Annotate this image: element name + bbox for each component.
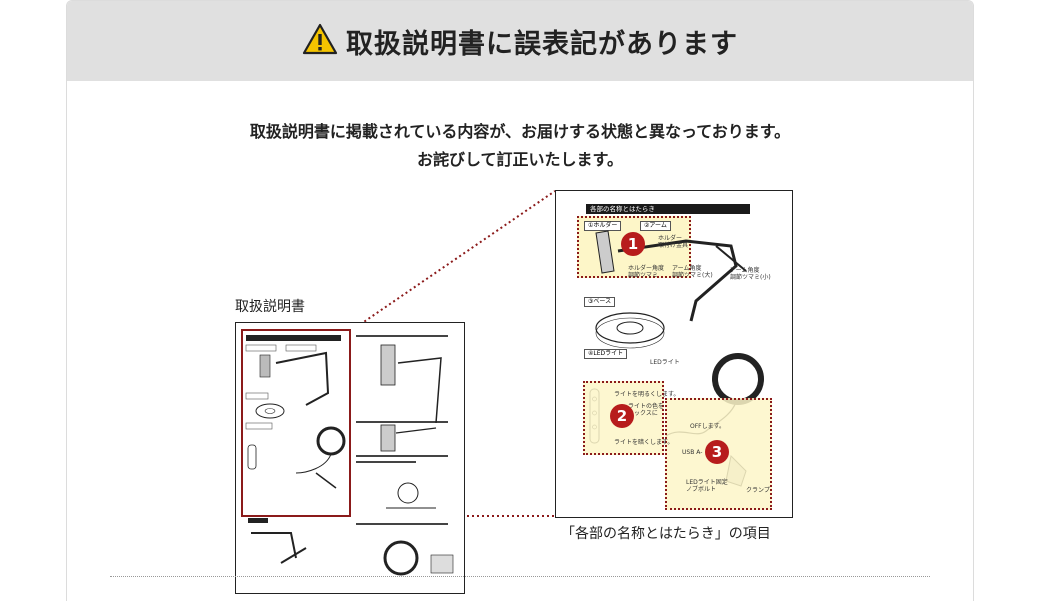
highlight-zone-3	[665, 398, 772, 510]
notice-message-line1: 取扱説明書に掲載されている内容が、お届けする状態と異なっております。	[249, 122, 791, 141]
zoom-connector-lines	[351, 190, 556, 517]
part-label-arm: ②アーム	[640, 221, 671, 231]
label-usb: USB A-	[682, 449, 703, 456]
warning-icon	[302, 23, 338, 59]
notice-header: 取扱説明書に誤表記があります	[67, 1, 973, 81]
label-led-fix: LEDライト固定 ノブボルト	[686, 479, 728, 493]
badge-1: 1	[621, 232, 645, 256]
manual-highlight-frame	[241, 329, 351, 517]
manual-page-illustration	[245, 335, 454, 576]
label-holder-note: ホルダー 取付け金具	[658, 235, 689, 249]
badge-3: 3	[705, 440, 729, 464]
label-clamp: クランプ	[746, 487, 770, 494]
notice-title: 取扱説明書に誤表記があります	[346, 28, 738, 60]
notice-message-line2: お詫びして訂正いたします。	[417, 150, 623, 169]
part-label-holder: ①ホルダー	[584, 221, 622, 231]
detail-panel: 各部の名称とはたらき ①ホルダー ②アーム 1 ホルダー 取付け金	[555, 190, 793, 518]
badge-2: 2	[610, 404, 634, 428]
part-label-led: ④LEDライト	[584, 349, 628, 359]
label-arm-adjust-small: アーム角度 調節ツマミ(小)	[730, 267, 771, 281]
part-label-base: ③ベース	[584, 297, 616, 307]
detail-caption: 「各部の名称とはたらき」の項目	[561, 526, 771, 542]
label-off: OFFします。	[690, 423, 726, 430]
label-bright: ライトを明るくします。	[614, 391, 680, 398]
section-divider	[110, 576, 930, 577]
label-holder-adjust: ホルダー角度 調節ツマミ	[628, 265, 665, 279]
label-arm-adjust: アーム角度 調節ツマミ(大)	[672, 265, 713, 279]
detail-section-title: 各部の名称とはたらき	[586, 204, 750, 214]
notice-card: 取扱説明書に誤表記があります 取扱説明書に掲載されている内容が、お届けする状態と…	[66, 0, 974, 601]
label-led-light: LEDライト	[650, 359, 680, 366]
label-switch: ライトの色を ミックスに	[628, 403, 665, 417]
manual-label: 取扱説明書	[235, 299, 305, 315]
label-dim: ライトを暗くします。	[614, 439, 674, 446]
